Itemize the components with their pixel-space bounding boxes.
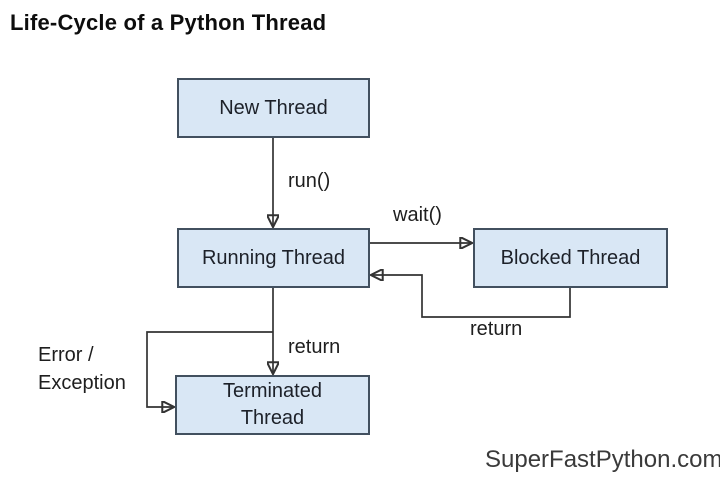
node-new-thread: New Thread (177, 78, 370, 138)
edge-label-wait: wait() (393, 204, 442, 226)
node-new-thread-label: New Thread (219, 96, 328, 119)
page-title: Life-Cycle of a Python Thread (10, 10, 327, 35)
node-running-thread-label: Running Thread (201, 246, 346, 269)
node-terminated-thread-label: Terminated Thread (223, 380, 322, 429)
node-terminated-thread: Terminated Thread (175, 375, 370, 435)
edge-label-run: run() (288, 170, 331, 192)
edge-label-terminated-return: return (288, 336, 341, 358)
node-blocked-thread: Blocked Thread (473, 228, 668, 288)
edge-label-error-exception: Error / Exception (38, 344, 126, 394)
edge-label-blocked-return: return (470, 318, 523, 340)
node-running-thread: Running Thread (177, 228, 370, 288)
node-blocked-thread-label: Blocked Thread (500, 246, 641, 269)
watermark: SuperFastPython.com (485, 446, 720, 473)
